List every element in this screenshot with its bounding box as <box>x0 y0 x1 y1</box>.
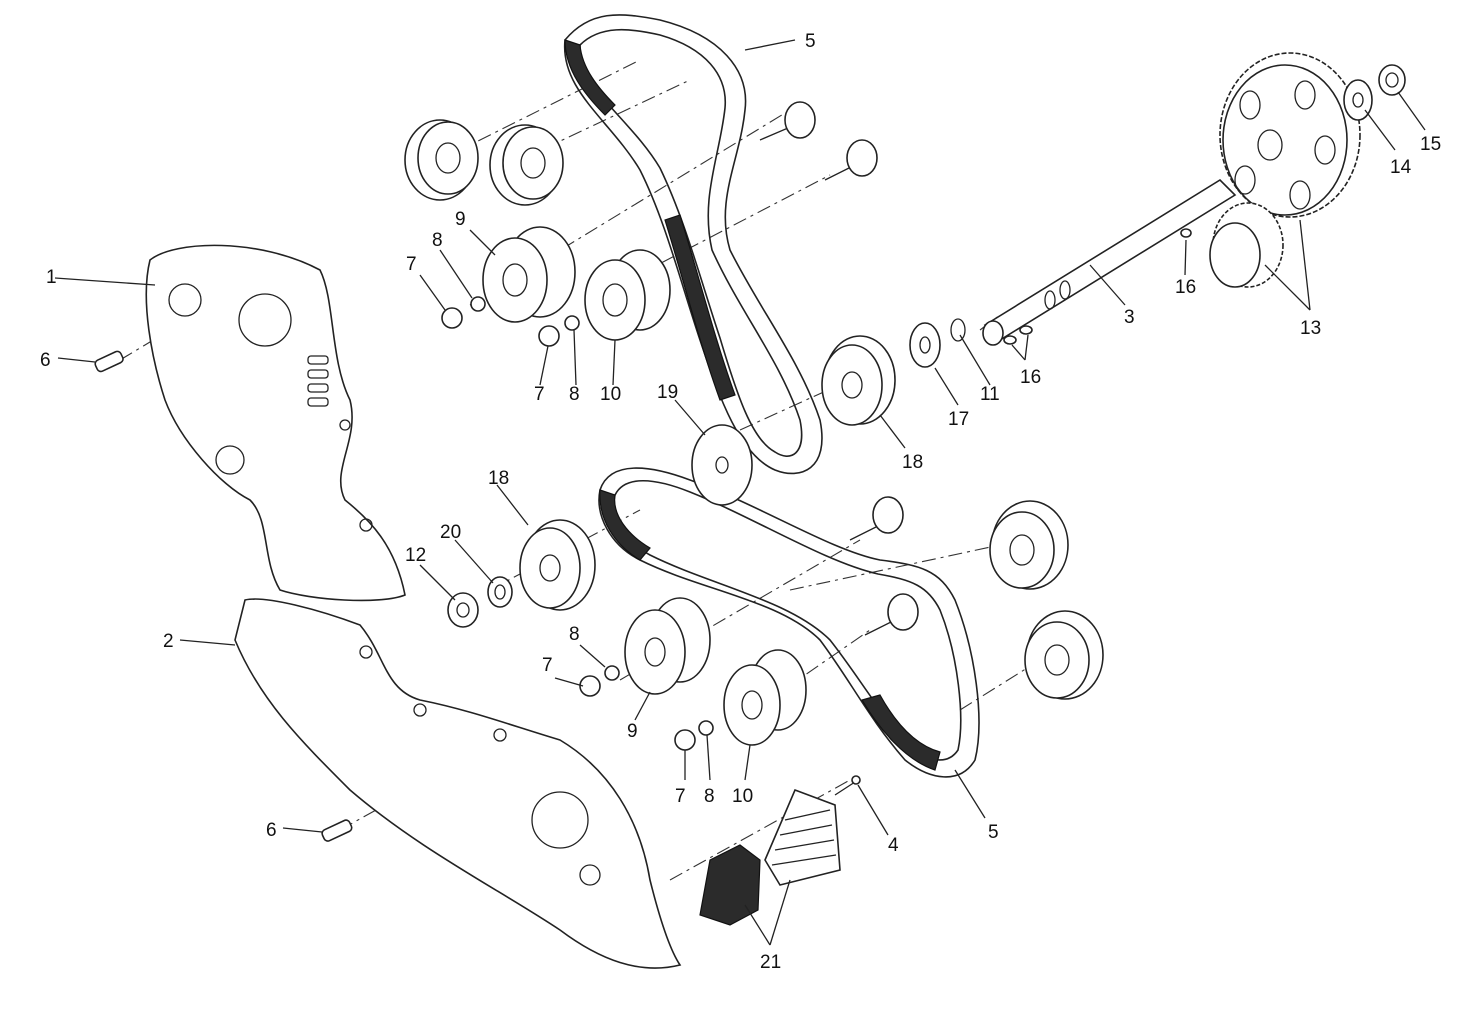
callout-13: 13 <box>1300 318 1321 339</box>
callout-16-b: 16 <box>1020 367 1041 388</box>
camshaft-pulley-lower-1 <box>989 500 1069 590</box>
stud-bolt-lower-1 <box>849 496 904 541</box>
bolt-6-upper <box>94 350 124 373</box>
stud-bolt-lower-2 <box>864 593 919 636</box>
stud-bolt-upper-1 <box>759 101 816 141</box>
callout-7-c: 7 <box>542 655 553 676</box>
tensioner-roller-10-upper <box>584 249 671 341</box>
crankshaft-pulley-18-right <box>821 335 896 426</box>
callout-3: 3 <box>1124 307 1135 328</box>
callout-5-lower: 5 <box>988 822 999 843</box>
tensioner-roller-10-lower <box>723 649 807 746</box>
bolt-6-lower <box>321 819 353 842</box>
lower-belt-cover <box>234 598 682 969</box>
shaft-3 <box>982 178 1237 346</box>
callout-8-d: 8 <box>704 786 715 807</box>
callout-12: 12 <box>405 545 426 566</box>
callout-5-upper: 5 <box>805 31 816 52</box>
gear-13 <box>1219 52 1361 218</box>
callout-10-b: 10 <box>732 786 753 807</box>
callout-14: 14 <box>1390 157 1412 178</box>
leader-lines <box>54 39 1426 946</box>
callout-labels: 1 2 3 4 5 5 6 6 7 7 7 7 8 8 8 8 9 9 10 1… <box>40 31 1441 973</box>
callout-21: 21 <box>760 952 781 973</box>
callout-8-b: 8 <box>569 384 580 405</box>
tensioner-roller-9-lower <box>624 597 711 695</box>
callout-19: 19 <box>657 382 678 403</box>
circlip-11 <box>950 318 966 342</box>
callout-6-upper: 6 <box>40 350 51 371</box>
washer-17 <box>909 322 941 368</box>
stud-bolt-upper-2 <box>824 139 878 181</box>
callout-16-a: 16 <box>1175 277 1196 298</box>
callout-20: 20 <box>440 522 461 543</box>
nut-washer-upper <box>441 296 580 347</box>
washer-20 <box>487 576 513 608</box>
gear-13-small <box>1209 202 1284 288</box>
callout-8-c: 8 <box>569 624 580 645</box>
nut-15 <box>1378 64 1406 96</box>
callout-8-a: 8 <box>432 230 443 251</box>
callout-10-a: 10 <box>600 384 621 405</box>
upper-belt-cover <box>145 244 406 602</box>
crankshaft-pulley-18-left <box>519 519 596 611</box>
rubber-block-21 <box>699 844 761 926</box>
keys-16 <box>1003 228 1192 345</box>
callout-4: 4 <box>888 835 899 856</box>
callout-9-b: 9 <box>627 721 638 742</box>
callout-15: 15 <box>1420 134 1441 155</box>
callout-7-a: 7 <box>406 254 417 275</box>
nut-washer-lower <box>579 665 714 751</box>
callout-11: 11 <box>980 384 1000 405</box>
callout-17: 17 <box>948 409 969 430</box>
callout-7-d: 7 <box>675 786 686 807</box>
camshaft-pulley-upper-2 <box>489 124 564 206</box>
lower-timing-belt <box>598 467 980 778</box>
callout-18-left: 18 <box>488 468 509 489</box>
bracket-21 <box>764 788 841 886</box>
callout-18-right: 18 <box>902 452 923 473</box>
callout-9-a: 9 <box>455 209 466 230</box>
camshaft-pulley-upper-1 <box>404 119 479 201</box>
spacer-19 <box>691 424 753 506</box>
screw-4 <box>834 775 861 796</box>
callout-6-lower: 6 <box>266 820 277 841</box>
callout-7-b: 7 <box>534 384 545 405</box>
callout-2: 2 <box>163 631 174 652</box>
upper-timing-belt <box>563 14 823 475</box>
nut-12 <box>447 592 479 628</box>
tensioner-roller-9-upper <box>482 226 576 323</box>
callout-1: 1 <box>46 267 57 288</box>
camshaft-pulley-lower-2 <box>1024 610 1104 700</box>
